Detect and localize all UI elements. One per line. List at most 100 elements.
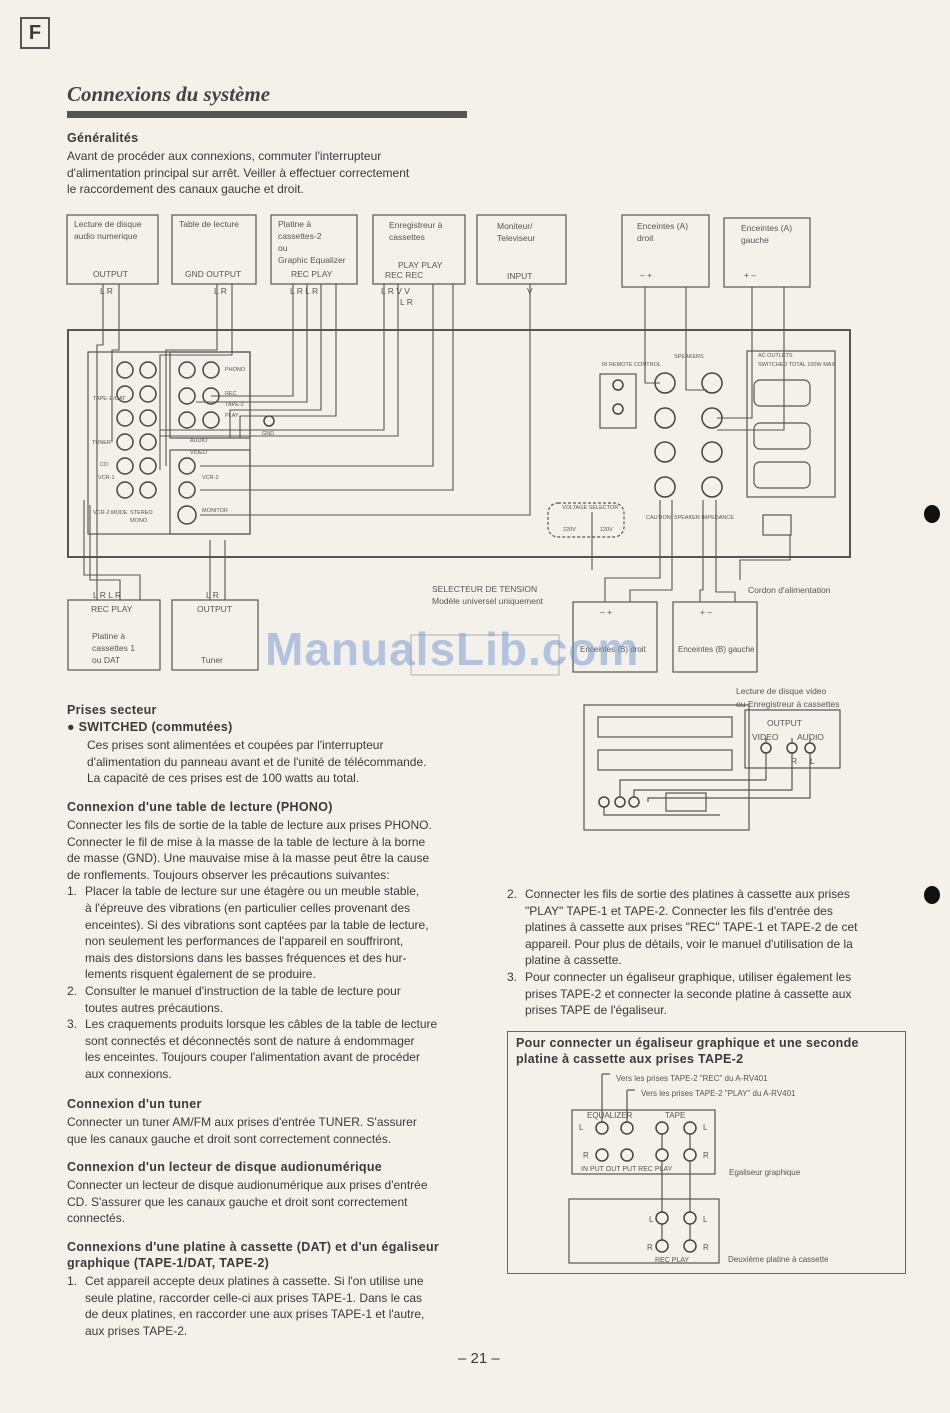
svg-text:Deuxième platine à cassette: Deuxième platine à cassette <box>728 1255 829 1264</box>
svg-text:Vers les prises TAPE-2 "REC" d: Vers les prises TAPE-2 "REC" du A-RV401 <box>616 1074 768 1083</box>
svg-text:L: L <box>649 1215 654 1224</box>
svg-text:V: V <box>527 286 533 296</box>
svg-text:ou Enregistreur à cassettes: ou Enregistreur à cassettes <box>736 699 839 709</box>
svg-text:L: L <box>703 1123 708 1132</box>
svg-text:REC PLAY: REC PLAY <box>655 1257 689 1264</box>
svg-text:L: L <box>703 1215 708 1224</box>
svg-text:L R: L R <box>100 286 113 296</box>
svg-text:220V: 220V <box>563 527 576 533</box>
svg-text:+ –: + – <box>700 607 712 617</box>
svg-text:TAPE: TAPE <box>665 1111 685 1120</box>
svg-text:L R: L R <box>214 286 227 296</box>
svg-text:droit: droit <box>637 233 654 243</box>
generalites-text: Avant de procéder aux connexions, commut… <box>67 149 410 197</box>
svg-text:ou: ou <box>278 243 288 253</box>
svg-text:Enregistreur à: Enregistreur à <box>389 220 443 230</box>
svg-text:R: R <box>583 1151 589 1160</box>
svg-text:REC REC: REC REC <box>385 270 423 280</box>
svg-text:SELECTEUR DE TENSION: SELECTEUR DE TENSION <box>432 584 537 594</box>
svg-text:L: L <box>579 1123 584 1132</box>
svg-text:MONITOR: MONITOR <box>202 508 228 514</box>
svg-text:REC PLAY: REC PLAY <box>291 269 333 279</box>
svg-text:PHONO: PHONO <box>225 367 246 373</box>
svg-text:R: R <box>791 756 797 766</box>
svg-text:VOLTAGE SELECTOR: VOLTAGE SELECTOR <box>562 505 618 511</box>
right-item-3: 3. Pour connecter un égaliseur graphique… <box>507 969 852 1018</box>
svg-text:Modèle universel uniquement: Modèle universel uniquement <box>432 596 544 606</box>
svg-text:REC: REC <box>225 391 237 397</box>
page-title: Connexions du système <box>67 82 271 106</box>
svg-text:EQUALIZER: EQUALIZER <box>587 1111 633 1120</box>
cassette-text: 1. Cet appareil accepte deux platines à … <box>67 1274 425 1338</box>
svg-text:Graphic Equalizer: Graphic Equalizer <box>278 255 346 265</box>
svg-text:STEREO: STEREO <box>130 510 153 516</box>
svg-text:VIDEO: VIDEO <box>190 450 208 456</box>
svg-text:INPUT: INPUT <box>507 271 533 281</box>
svg-text:GND: GND <box>262 431 274 437</box>
svg-text:Moniteur/: Moniteur/ <box>497 221 533 231</box>
svg-text:R: R <box>703 1151 709 1160</box>
svg-text:Tuner: Tuner <box>201 655 223 665</box>
svg-text:TAPE-2: TAPE-2 <box>225 402 244 408</box>
svg-text:TUNER: TUNER <box>92 440 111 446</box>
svg-text:PLAY PLAY: PLAY PLAY <box>398 260 443 270</box>
svg-text:SWITCHED TOTAL 100W MAX: SWITCHED TOTAL 100W MAX <box>758 362 835 368</box>
svg-text:Enceintes (A): Enceintes (A) <box>637 221 688 231</box>
svg-text:Platine à: Platine à <box>92 631 125 641</box>
svg-text:Enceintes (B) droit: Enceintes (B) droit <box>580 645 647 654</box>
svg-text:OUTPUT: OUTPUT <box>197 604 232 614</box>
svg-text:Vers les prises TAPE-2 "PLAY": Vers les prises TAPE-2 "PLAY" du A-RV401 <box>641 1089 796 1098</box>
cassette-heading: Connexions d'une platine à cassette (DAT… <box>67 1240 440 1270</box>
tuner-text: Connecter un tuner AM/FM aux prises d'en… <box>67 1115 417 1146</box>
prises-text: Ces prises sont alimentées et coupées pa… <box>87 738 427 786</box>
svg-text:cassettes-2: cassettes-2 <box>278 231 322 241</box>
svg-text:Televiseur: Televiseur <box>497 233 535 243</box>
svg-text:ou DAT: ou DAT <box>92 655 120 665</box>
language-marker: F <box>20 17 50 49</box>
svg-text:CD: CD <box>100 462 108 468</box>
tuner-heading: Connexion d'un tuner <box>67 1097 202 1111</box>
svg-text:REC PLAY: REC PLAY <box>91 604 133 614</box>
svg-text:R: R <box>703 1243 709 1252</box>
svg-text:Platine à: Platine à <box>278 219 311 229</box>
svg-text:TAPE-1 /DAT: TAPE-1 /DAT <box>93 396 126 402</box>
svg-text:+ –: + – <box>744 270 756 280</box>
svg-text:OUTPUT: OUTPUT <box>93 269 128 279</box>
svg-text:AUDIO: AUDIO <box>797 732 824 742</box>
right-item-2: 2. Connecter les fils de sortie des plat… <box>507 887 858 968</box>
prises-heading: Prises secteur <box>67 703 157 717</box>
svg-text:L R L R: L R L R <box>290 286 318 296</box>
svg-text:– +: – + <box>600 607 612 617</box>
svg-text:OUTPUT: OUTPUT <box>767 718 802 728</box>
svg-text:gauche: gauche <box>741 235 769 245</box>
svg-text:MONO: MONO <box>130 518 148 524</box>
svg-text:SPEAKERS: SPEAKERS <box>674 354 704 360</box>
svg-text:VCR-2: VCR-2 <box>202 475 219 481</box>
phono-item-1: 1. Placer la table de lecture sur une ét… <box>67 884 429 982</box>
svg-text:L: L <box>810 756 815 766</box>
svg-text:cassettes: cassettes <box>389 232 425 242</box>
svg-text:Cordon d'alimentation: Cordon d'alimentation <box>748 585 831 595</box>
binder-hole <box>924 886 940 904</box>
switched-heading: ● SWITCHED (commutées) <box>67 720 233 734</box>
phono-heading: Connexion d'une table de lecture (PHONO) <box>67 800 333 814</box>
svg-text:PLAY: PLAY <box>225 413 239 419</box>
page-number: – 21 – <box>458 1350 500 1367</box>
svg-text:Egaliseur graphique: Egaliseur graphique <box>729 1168 801 1177</box>
equalizer-box <box>507 1031 906 1274</box>
connection-diagram: Lecture de disque audio numerique OUTPUT… <box>66 214 851 676</box>
cd-heading: Connexion d'un lecteur de disque audionu… <box>67 1160 383 1174</box>
phono-text: Connecter les fils de sortie de la table… <box>67 817 487 1083</box>
video-connection-diagram: Lecture de disque video ou Enregistreur … <box>583 686 841 831</box>
svg-text:VCR-1: VCR-1 <box>98 475 115 481</box>
generalites-heading: Généralités <box>67 131 139 145</box>
svg-text:audio numerique: audio numerique <box>74 231 138 241</box>
svg-text:AC OUTLETS: AC OUTLETS <box>758 353 793 359</box>
svg-text:Lecture de disque: Lecture de disque <box>74 219 142 229</box>
watermark: ManualsLib.com <box>265 623 640 675</box>
equalizer-diagram: Vers les prises TAPE-2 "REC" du A-RV401 … <box>568 1073 829 1264</box>
right-items: 2. Connecter les fils de sortie des plat… <box>507 886 907 1019</box>
svg-text:VCR-2 MODE: VCR-2 MODE <box>93 510 128 516</box>
svg-text:L R: L R <box>400 297 413 307</box>
svg-text:Table de lecture: Table de lecture <box>179 219 239 229</box>
